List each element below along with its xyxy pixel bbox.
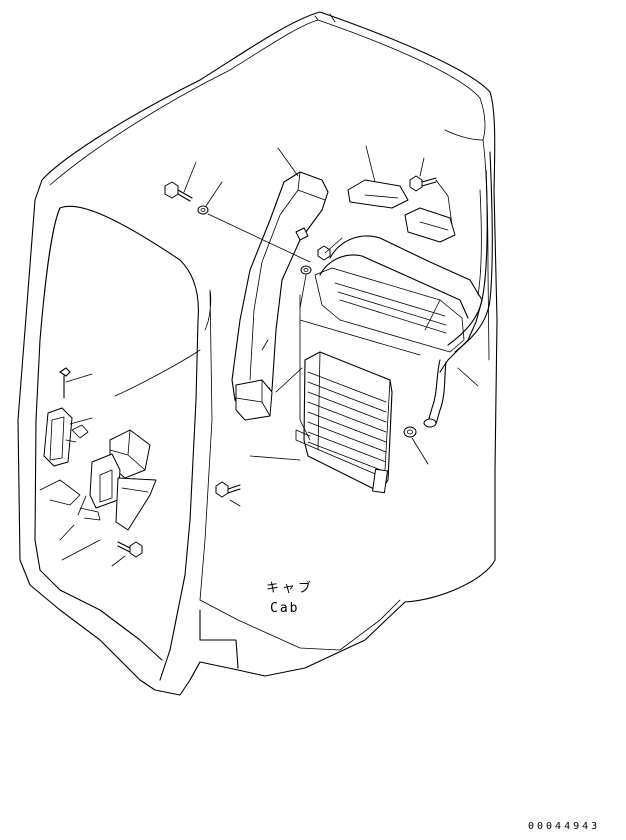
rear-window-frame [447, 151, 493, 353]
rear-view-mirror-parts [39, 367, 157, 531]
leader-lines [59, 145, 479, 567]
cab-shell [17, 11, 498, 696]
heater-unit [299, 179, 483, 441]
radiator-vent-grille [295, 351, 393, 494]
part-number: 00044943 [528, 821, 600, 832]
air-duct-assembly [231, 171, 329, 421]
cab-label-japanese: キャブ [266, 580, 314, 596]
cab-label-english: Cab [270, 601, 299, 616]
bolts-and-washers [117, 175, 437, 558]
